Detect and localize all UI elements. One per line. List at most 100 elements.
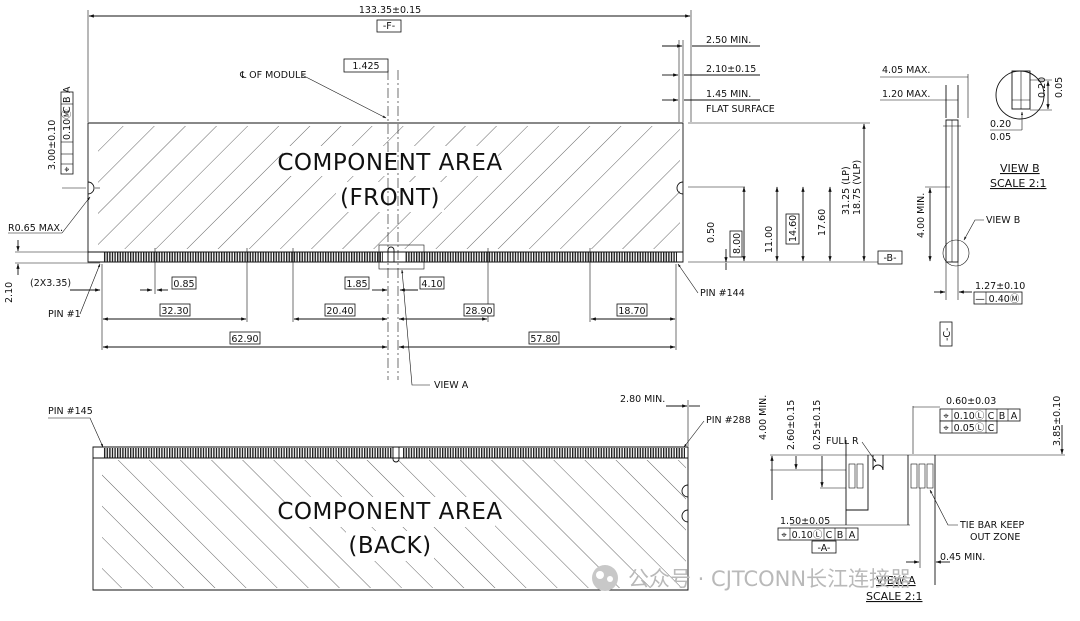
view-b-dim-0-20b: 0.20 (990, 119, 1011, 130)
svg-text:⌖: ⌖ (943, 411, 949, 422)
datum-b: -B- (883, 253, 896, 264)
dim-0-50: 0.50 (706, 222, 717, 243)
dim-8-00: 8.00 (732, 233, 743, 254)
pin-288-label: PIN #288 (706, 415, 751, 426)
dim-14-60: 14.60 (788, 215, 799, 242)
view-b-dim-0-05a: 0.05 (1054, 77, 1065, 98)
front-view: COMPONENT AREA (FRONT) 133.35±0.15 -F- ℄… (4, 5, 903, 391)
watermark: 公众号 · CJTCONN长江连接器 (592, 565, 911, 591)
watermark-text: 公众号 · CJTCONN长江连接器 (628, 567, 911, 591)
view-b-dim-0-20a: 0.20 (1037, 77, 1048, 98)
view-b-callout: VIEW B (986, 215, 1020, 226)
fcf-top: ⌖ 0.10Ⓜ C B A (60, 86, 74, 175)
dim-1-85: 1.85 (346, 279, 367, 290)
datum-c: -C- (942, 328, 953, 342)
back-area-title: COMPONENT AREA (277, 499, 502, 525)
datum-a: -A- (818, 543, 831, 554)
view-a-dim-3-85: 3.85±0.10 (1052, 396, 1063, 446)
view-a-fcf2: ⌖ 0.05Ⓛ C (939, 420, 998, 434)
svg-text:A: A (1011, 411, 1018, 422)
dim-2x3-35: (2X3.35) (30, 278, 71, 289)
view-a-callout: VIEW A (434, 380, 469, 391)
view-b-dim-0-05b: 0.05 (990, 132, 1011, 143)
dim-1-45: 1.45 MIN. (706, 89, 751, 100)
dim-18-75: 18.75 (VLP) (852, 160, 863, 215)
front-module-outline (87, 122, 684, 263)
view-a-dim-0-60: 0.60±0.03 (946, 396, 996, 407)
front-area-title: COMPONENT AREA (277, 150, 502, 176)
dim-18-70: 18.70 (618, 306, 645, 317)
view-a-box (378, 244, 425, 270)
svg-text:⌖: ⌖ (62, 166, 73, 172)
front-right-notch (676, 181, 684, 195)
tie-bar-label-1: TIE BAR KEEP (959, 520, 1024, 531)
flat-surface-label: FLAT SURFACE (706, 104, 775, 115)
front-key-notch (387, 246, 395, 262)
dim-2-10-left: 2.10 (4, 282, 15, 303)
back-module-outline (92, 446, 689, 591)
svg-text:A: A (62, 86, 73, 93)
svg-text:0.05Ⓛ: 0.05Ⓛ (954, 423, 985, 434)
dim-20-40: 20.40 (326, 306, 353, 317)
centerline-label: ℄ OF MODULE (239, 70, 306, 81)
dim-thickness: 3.00±0.10 (47, 120, 58, 170)
view-a-dim-0-25: 0.25±0.15 (812, 400, 823, 450)
svg-text:0.10Ⓛ: 0.10Ⓛ (792, 530, 823, 541)
svg-text:B: B (62, 96, 73, 103)
svg-text:C: C (988, 411, 995, 422)
svg-text:0.10Ⓜ: 0.10Ⓜ (62, 109, 73, 140)
svg-text:B: B (837, 530, 844, 541)
dim-28-90: 28.90 (465, 306, 492, 317)
dim-2-10: 2.10±0.15 (706, 64, 756, 75)
back-key-notch (392, 447, 400, 463)
view-a-detail: 4.00 MIN. 2.60±0.15 0.25±0.15 FULL R 0.6… (758, 395, 1065, 603)
pin-1-label: PIN #1 (48, 309, 81, 320)
svg-text:⌖: ⌖ (943, 423, 949, 434)
svg-text:0.40Ⓜ: 0.40Ⓜ (989, 294, 1020, 305)
dim-r065: R0.65 MAX. (8, 223, 63, 234)
view-a-dim-1-50: 1.50±0.05 (780, 516, 830, 527)
back-dim-2-80: 2.80 MIN. (620, 394, 665, 405)
view-a-fcf1: ⌖ 0.10Ⓛ C B A (939, 408, 1021, 422)
side-dim-1-20: 1.20 MAX. (882, 89, 930, 100)
side-dim-1-27: 1.27±0.10 (975, 281, 1025, 292)
svg-text:C: C (988, 423, 995, 434)
side-dim-4-00: 4.00 MIN. (916, 193, 927, 238)
view-b-title: VIEW B (1000, 162, 1040, 175)
view-a-dim-4-00: 4.00 MIN. (758, 395, 769, 440)
svg-text:C: C (62, 106, 73, 113)
view-a-title: VIEW A (876, 574, 916, 587)
back-view: COMPONENT AREA (BACK) PIN #145 PIN #288 … (48, 394, 751, 591)
front-pins-left (103, 252, 383, 262)
back-pins-left (103, 448, 393, 458)
dim-0-85: 0.85 (173, 279, 194, 290)
back-right-notch (681, 484, 689, 498)
svg-text:A: A (849, 530, 856, 541)
view-a-dim-0-45: 0.45 MIN. (940, 552, 985, 563)
back-area-subtitle: (BACK) (348, 533, 431, 559)
side-dim-4-05: 4.05 MAX. (882, 65, 930, 76)
view-b-scale: SCALE 2:1 (990, 177, 1046, 190)
full-r-label: FULL R (826, 436, 859, 447)
view-a-fcf3: ⌖ 0.10Ⓛ C B A (777, 527, 859, 541)
front-area-subtitle: (FRONT) (340, 185, 440, 211)
dim-31-25: 31.25 (LP) (841, 166, 852, 215)
pin-144-label: PIN #144 (700, 288, 745, 299)
dim-1425: 1.425 (352, 61, 379, 72)
svg-text:B: B (999, 411, 1006, 422)
svg-text:0.10Ⓛ: 0.10Ⓛ (954, 411, 985, 422)
dim-17-60: 17.60 (817, 209, 828, 236)
svg-text:—: — (975, 294, 985, 305)
front-left-notch (87, 181, 95, 195)
svg-text:C: C (826, 530, 833, 541)
dim-32-30: 32.30 (161, 306, 188, 317)
view-a-dim-2-60: 2.60±0.15 (786, 400, 797, 450)
side-view: 4.05 MAX. 1.20 MAX. 4.00 MIN. VIEW B 1.2… (880, 65, 1025, 347)
back-pins-right (403, 448, 685, 458)
overall-length-dim: 133.35±0.15 (359, 5, 421, 16)
dim-4-10: 4.10 (421, 279, 442, 290)
dim-62-90: 62.90 (231, 334, 258, 345)
tie-bar-label-2: OUT ZONE (970, 532, 1020, 543)
view-b-detail: 0.20 0.05 0.20 0.05 VIEW B SCALE 2:1 (990, 70, 1065, 190)
